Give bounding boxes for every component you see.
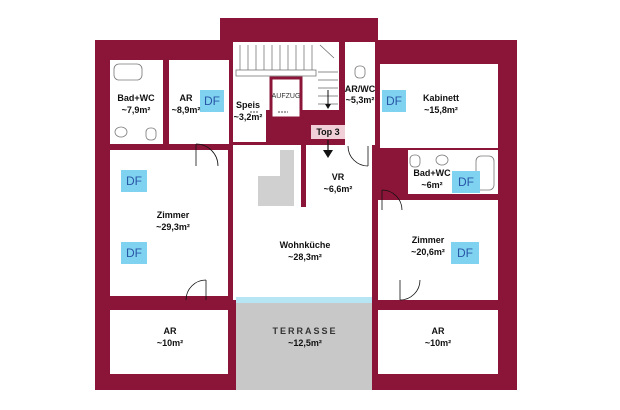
washbasin [114, 126, 128, 138]
floor-ar-bottom-right [378, 310, 498, 374]
room-name: AR [180, 93, 193, 103]
df-box-frame [121, 170, 147, 192]
room-area: ~28,3m² [288, 252, 322, 262]
terrace-name: TERRASSE [272, 326, 337, 336]
room-area: ~7,9m² [122, 105, 151, 115]
fixtures [113, 63, 495, 191]
staircase [235, 44, 338, 105]
terrace-glass-edge [236, 297, 372, 303]
room-area: ~5,3m² [346, 95, 375, 105]
toilet [145, 127, 157, 141]
room-area: ~10m² [157, 338, 183, 348]
washbasin [435, 154, 449, 166]
entry-arrow-head [323, 150, 333, 158]
door-arc [195, 143, 219, 167]
door-arc [399, 279, 421, 301]
df-box: DF [121, 170, 147, 192]
df-box-frame [382, 90, 406, 112]
room-name: Bad+WC [413, 168, 451, 178]
df-label: DF [204, 94, 220, 108]
df-label: DF [457, 246, 473, 260]
toilet [409, 154, 421, 168]
floor-speis [233, 80, 266, 142]
df-label: DF [458, 175, 474, 189]
interior-walls [228, 145, 408, 300]
floor-ar-wc [345, 42, 375, 146]
stair-landing [235, 69, 317, 77]
df-label: DF [126, 246, 142, 260]
df-label: DF [126, 174, 142, 188]
entry-tag [311, 125, 345, 139]
room-name: AR [164, 326, 177, 336]
room-area: ~10m² [425, 338, 451, 348]
room-name: Bad+WC [117, 93, 155, 103]
room-area: ~8,9m² [172, 105, 201, 115]
wall-vr-left [301, 145, 306, 207]
entry-label: Top 3 [316, 127, 339, 137]
df-box: DF [451, 242, 479, 264]
room-area: ~20,6m² [411, 247, 445, 257]
df-box: DF [382, 90, 406, 112]
elevator-label: AUFZUG [272, 93, 301, 100]
room-area: ~3,2m² [234, 112, 263, 122]
room-name: Zimmer [157, 210, 190, 220]
wall-hall-right-low [372, 250, 378, 300]
stair-core-inner [258, 150, 280, 176]
wall-hall-left [228, 200, 233, 245]
room-name: AR/WC [345, 84, 376, 94]
df-box-frame [200, 90, 224, 112]
df-box-frame [121, 242, 147, 264]
df-box-frame [451, 242, 479, 264]
room-labels: Bad+WC ~7,9m² AR ~8,9m² Speis ~3,2m² AR/… [117, 84, 459, 348]
room-name: VR [332, 172, 345, 182]
stair-arrow-head [325, 104, 331, 109]
room-name: Wohnküche [280, 240, 331, 250]
room-area: ~6,6m² [324, 184, 353, 194]
room-name: Zimmer [412, 235, 445, 245]
door-arc [185, 279, 207, 301]
floor-ar-bottom-left [110, 310, 228, 374]
room-area: ~6m² [421, 180, 442, 190]
wall-bad-right-left [402, 150, 408, 172]
elevator-shaft [269, 76, 303, 120]
bathtub [113, 63, 143, 81]
wall-hall-right [372, 145, 378, 190]
door-arc [347, 145, 369, 167]
room-area: ~15,8m² [424, 105, 458, 115]
terrace-area: ~12,5m² [288, 338, 322, 348]
terrace-floor [236, 300, 372, 390]
room-name: Kabinett [423, 93, 459, 103]
df-box: DF [121, 242, 147, 264]
room-name: AR [432, 326, 445, 336]
df-label: DF [386, 94, 402, 108]
room-name: Speis [236, 100, 260, 110]
stair-step [319, 44, 335, 59]
doors [185, 143, 421, 301]
toilet [354, 65, 366, 79]
room-area: ~29,3m² [156, 222, 190, 232]
df-box-frame [452, 171, 480, 193]
df-box: DF [452, 171, 480, 193]
df-box: DF [200, 90, 224, 112]
floor-bad-wc-left [110, 60, 163, 144]
door-arc [381, 189, 403, 211]
floor-elevator [271, 78, 301, 118]
roof-windows: DF DF DF DF DF DF [121, 90, 480, 264]
